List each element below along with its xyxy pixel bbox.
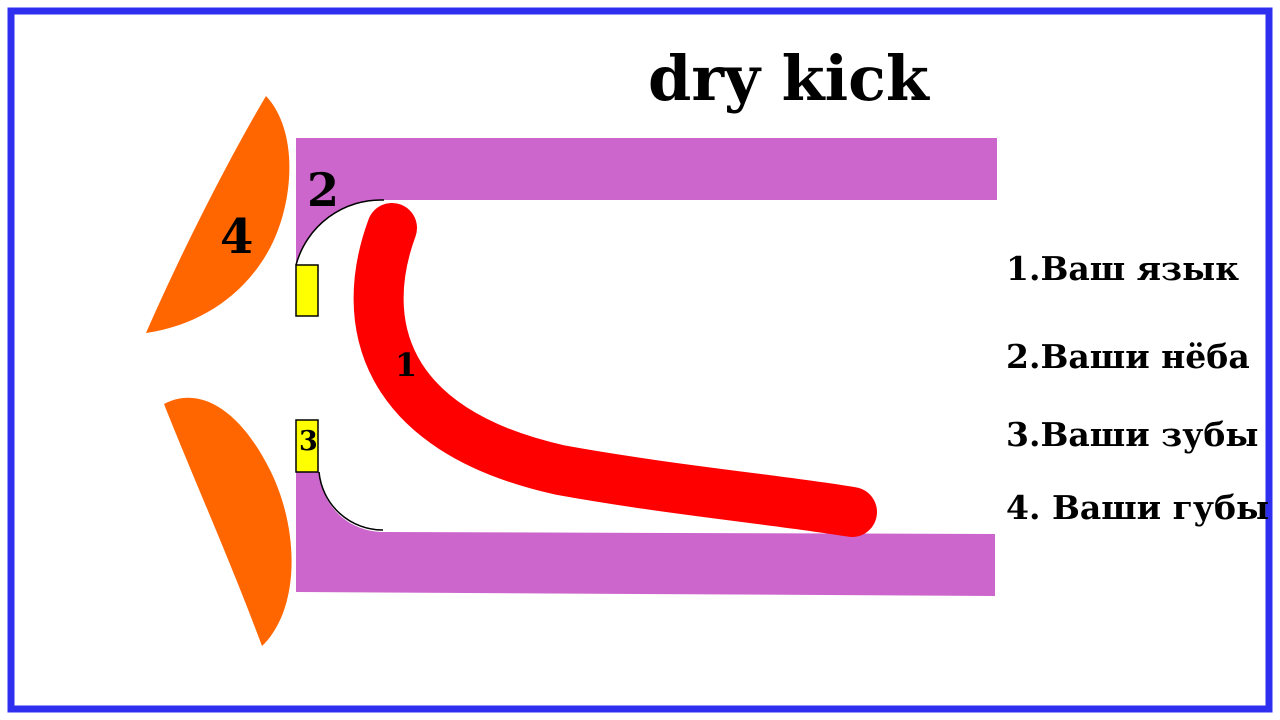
legend-item-lips: 4. Ваши губы <box>1006 488 1269 527</box>
palate-marker: 2 <box>307 163 339 217</box>
lower-lip <box>164 397 292 646</box>
lower-floor-curve-outline <box>318 471 384 531</box>
upper-tooth <box>295 264 319 317</box>
legend-item-teeth: 3.Ваши зубы <box>1006 415 1258 454</box>
tongue <box>353 203 877 537</box>
teeth-marker: 3 <box>299 426 318 457</box>
lower-mouth-floor <box>296 472 995 596</box>
diagram-title: dry kick <box>648 42 931 115</box>
blue-border <box>7 7 1273 713</box>
legend-item-tongue: 1.Ваш язык <box>1006 249 1239 288</box>
lips-marker: 4 <box>220 209 253 265</box>
lower-tooth <box>295 419 319 473</box>
legend-item-palate: 2.Ваши нёба <box>1006 337 1250 376</box>
upper-palate-curve-outline <box>295 199 385 266</box>
tongue-marker: 1 <box>395 346 417 384</box>
upper-lip <box>146 96 290 333</box>
upper-palate <box>296 138 997 265</box>
